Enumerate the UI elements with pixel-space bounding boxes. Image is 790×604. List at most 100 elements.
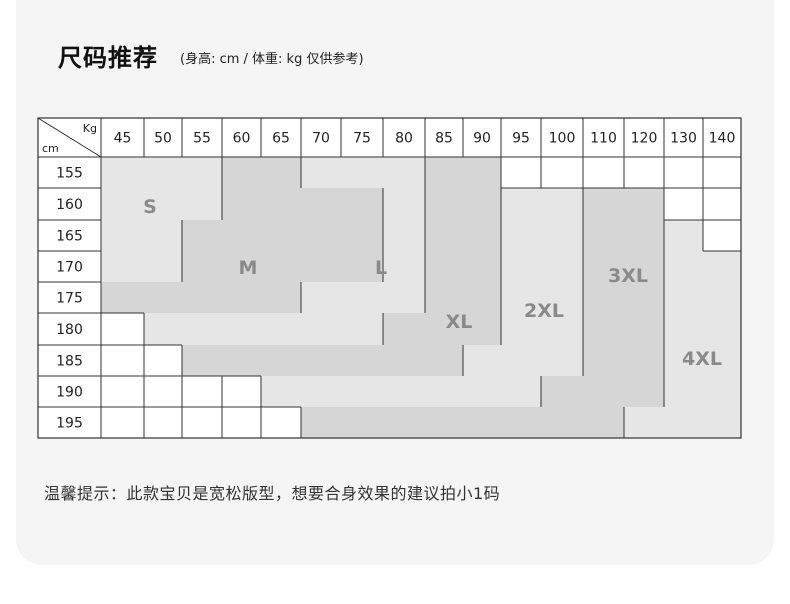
weight-header-label: 50 (154, 131, 172, 147)
height-row-label: 155 (56, 166, 83, 182)
height-row-label: 165 (56, 229, 83, 245)
size-cell-2xl (541, 313, 583, 345)
size-cell-l (341, 157, 383, 188)
size-cell-s (144, 251, 182, 282)
weight-header-label: 120 (631, 131, 658, 147)
size-cell-m (182, 251, 222, 282)
size-cell-l (301, 157, 341, 188)
weight-header-label: 80 (395, 131, 413, 147)
size-cell-3xl (624, 376, 664, 407)
size-label-l: L (375, 257, 387, 279)
size-cell-2xl (501, 345, 541, 376)
size-cell-2xl (425, 376, 463, 407)
height-row-label: 190 (56, 385, 83, 401)
size-cell-m (222, 188, 261, 220)
size-cell-2xl (463, 376, 501, 407)
size-cell-xl (425, 251, 463, 282)
size-cell-m (261, 220, 301, 251)
size-cell-l (383, 282, 425, 313)
size-cell-s (144, 157, 182, 188)
size-cell-2xl (501, 282, 541, 313)
weight-header-label: 60 (233, 131, 251, 147)
size-cell-m (261, 282, 301, 313)
size-cell-s (101, 251, 144, 282)
size-cell-4xl (703, 407, 741, 438)
corner-label-kg: Kg (83, 122, 97, 135)
size-cell-xl (425, 220, 463, 251)
size-cell-2xl (463, 345, 501, 376)
size-cell-2xl (501, 313, 541, 345)
size-cell-m (144, 282, 182, 313)
corner-diagonal (37, 117, 102, 158)
size-cell-s (101, 220, 144, 251)
size-cell-2xl (541, 282, 583, 313)
size-cell-m (301, 251, 341, 282)
size-cell-3xl (541, 407, 583, 438)
size-cell-4xl (664, 345, 703, 376)
size-cell-2xl (501, 251, 541, 282)
size-cell-3xl (341, 407, 383, 438)
height-row-label: 170 (56, 260, 83, 276)
height-row-label: 160 (56, 197, 83, 213)
size-cell-xl (425, 345, 463, 376)
size-label-3xl: 3XL (608, 265, 648, 287)
size-cell-s (144, 220, 182, 251)
size-cell-s (101, 157, 144, 188)
size-cell-2xl (541, 345, 583, 376)
size-cell-2xl (383, 376, 425, 407)
size-cell-3xl (624, 251, 664, 282)
size-cell-4xl (703, 251, 741, 282)
size-cell-s (144, 188, 182, 220)
size-cell-3xl (301, 407, 341, 438)
size-cell-l (383, 220, 425, 251)
size-cell-m (341, 251, 383, 282)
size-cell-3xl (583, 188, 624, 220)
size-cell-xl (463, 220, 501, 251)
size-cell-xl (182, 345, 222, 376)
size-cell-3xl (624, 282, 664, 313)
size-cell-4xl (703, 345, 741, 376)
size-label-4xl: 4XL (682, 348, 722, 370)
size-cell-4xl (664, 282, 703, 313)
size-cell-xl (301, 345, 341, 376)
size-cell-3xl (583, 345, 624, 376)
weight-header-label: 90 (473, 131, 491, 147)
size-cell-m (182, 220, 222, 251)
size-cell-3xl (624, 313, 664, 345)
size-cell-l (301, 313, 341, 345)
size-cell-m (301, 188, 341, 220)
size-cell-3xl (425, 407, 463, 438)
size-cell-3xl (501, 407, 541, 438)
size-cell-4xl (664, 407, 703, 438)
size-cell-l (301, 282, 341, 313)
size-cell-xl (425, 313, 463, 345)
size-cell-l (383, 251, 425, 282)
size-cell-4xl (703, 376, 741, 407)
table-border (37, 117, 742, 439)
size-cell-2xl (541, 220, 583, 251)
size-cell-4xl (664, 376, 703, 407)
size-cell-l (341, 313, 383, 345)
size-cell-l (182, 313, 222, 345)
size-label-m: M (239, 257, 258, 279)
size-cell-s (182, 188, 222, 220)
size-cell-xl (425, 157, 463, 188)
weight-header-label: 130 (670, 131, 697, 147)
size-cell-m (261, 188, 301, 220)
size-cell-3xl (583, 282, 624, 313)
size-cell-xl (463, 313, 501, 345)
size-cell-l (222, 313, 261, 345)
size-cell-3xl (624, 220, 664, 251)
size-cell-4xl (624, 407, 664, 438)
weight-header-label: 45 (114, 131, 132, 147)
page-title: 尺码推荐 (58, 44, 158, 72)
height-row-label: 195 (56, 416, 83, 432)
size-cell-xl (222, 345, 261, 376)
weight-header-label: 70 (312, 131, 330, 147)
size-cell-4xl (664, 220, 703, 251)
size-cell-3xl (583, 376, 624, 407)
size-cell-m (341, 220, 383, 251)
size-label-s: S (143, 196, 157, 218)
size-cell-2xl (341, 376, 383, 407)
